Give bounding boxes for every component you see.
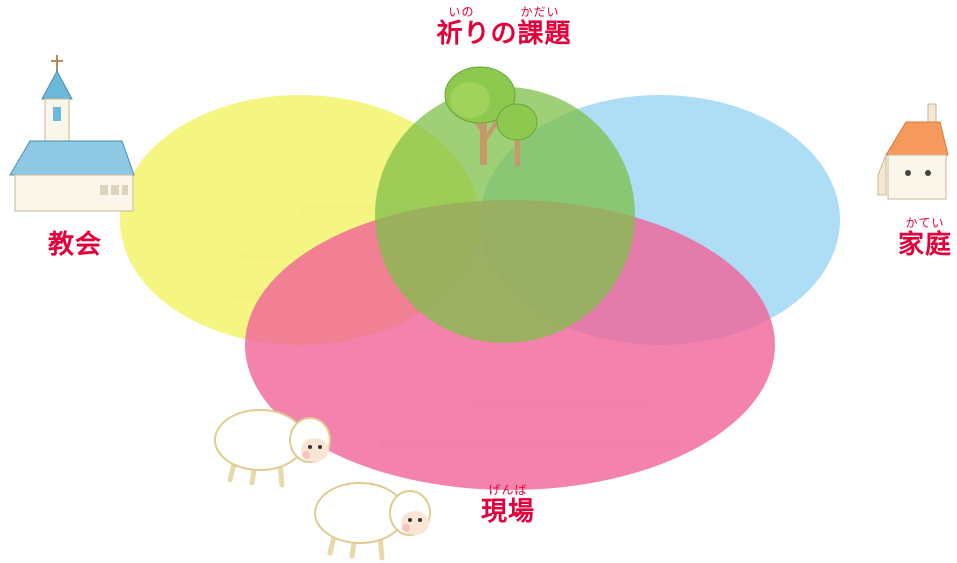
tree-icon [444, 66, 538, 166]
sheep-icon [214, 409, 331, 488]
sheep-icon [314, 482, 431, 561]
home-ruby: かてい [905, 216, 945, 230]
church-title: 教会 [47, 230, 103, 260]
field-circle [245, 200, 775, 490]
field-label: げんば 現場 [481, 484, 535, 525]
home-label: かてい 家庭 [898, 217, 952, 258]
house-icon [877, 103, 949, 200]
prayer-circle [375, 87, 635, 343]
prayer-ruby-a: いの [448, 5, 475, 19]
prayer-label: いの かだい 祈りの課題 [436, 6, 571, 47]
church-icon [9, 55, 135, 212]
home-title: 家庭 [897, 230, 953, 260]
prayer-ruby: いの かだい [436, 6, 571, 19]
field-ruby: げんば [488, 483, 528, 497]
church-label: 教会 [48, 232, 102, 258]
prayer-title: 祈りの課題 [436, 19, 572, 49]
prayer-ruby-b: かだい [520, 5, 560, 19]
field-title: 現場 [480, 497, 536, 527]
